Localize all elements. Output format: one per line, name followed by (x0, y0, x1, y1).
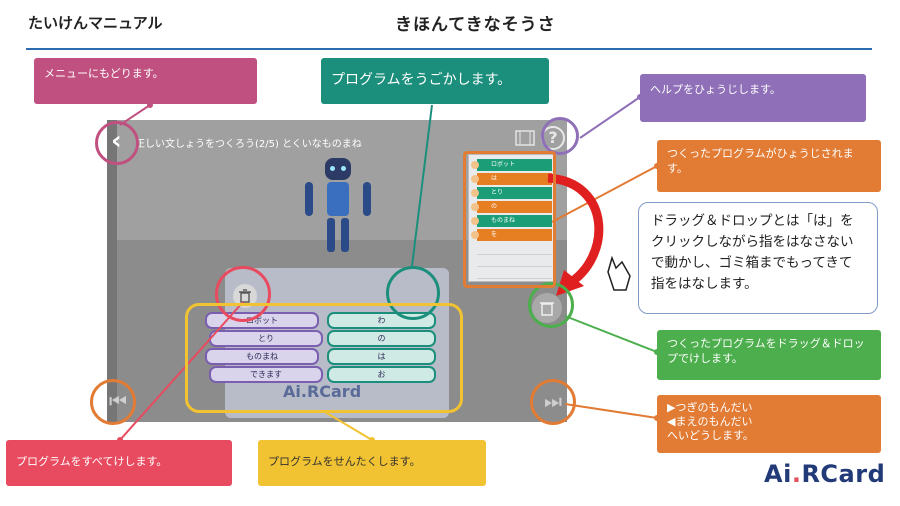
program-row[interactable]: を (477, 229, 552, 241)
delete-callout: つくったプログラムをドラッグ＆ドロップでけします。 (657, 330, 881, 380)
app-screen: 正しい文しょうをつくろう(2/5) とくいなものまね Ai.RCard ロボット… (107, 120, 567, 422)
robot-leg (327, 218, 335, 252)
card-word-right[interactable]: は (327, 348, 436, 365)
next-highlight (530, 379, 576, 425)
program-row[interactable]: ロボット (477, 159, 552, 171)
help-callout: ヘルプをひょうじします。 (640, 74, 866, 122)
card-word-right[interactable]: お (327, 366, 436, 383)
clear-highlight (215, 266, 271, 322)
robot-eye (330, 166, 335, 171)
header-divider (26, 48, 872, 50)
card-word-right[interactable]: の (327, 330, 436, 347)
empty-slot (477, 255, 552, 267)
card-word-left[interactable]: ものまね (205, 348, 319, 365)
card-brand: Ai.RCard (283, 382, 362, 401)
trash-highlight (528, 282, 574, 328)
person-icon (471, 231, 479, 239)
robot-arm (305, 182, 313, 216)
program-row[interactable]: は (477, 173, 552, 185)
card-select-highlight (185, 303, 463, 413)
program-row[interactable]: の (477, 201, 552, 213)
empty-slot (477, 243, 552, 255)
prev-highlight (90, 379, 136, 425)
logo-main: Ai (764, 460, 792, 488)
select-callout: プログラムをせんたくします。 (258, 440, 486, 486)
drag-help-bubble: ドラッグ＆ドロップとは「は」をクリックしながら指をはなさないで動かし、ゴミ箱まで… (638, 202, 878, 314)
nav-callout: ▶つぎのもんだい ◀まえのもんだい へいどうします。 (657, 395, 881, 453)
camera-edge (107, 120, 117, 422)
run-highlight (386, 266, 440, 320)
empty-slot (477, 267, 552, 279)
clear-callout: プログラムをすべてけします。 (6, 440, 232, 486)
program-row[interactable]: ものまね (477, 215, 552, 227)
program-highlight (463, 151, 556, 288)
logo-dot: . (791, 460, 802, 488)
person-icon (471, 203, 479, 211)
run-callout: プログラムをうごかします。 (321, 58, 549, 104)
film-icon[interactable] (515, 130, 535, 146)
robot-eye (341, 166, 346, 171)
program-row[interactable]: とり (477, 187, 552, 199)
robot-head (325, 158, 351, 180)
person-icon (471, 175, 479, 183)
task-text: 正しい文しょうをつくろう(2/5) とくいなものまね (135, 139, 362, 150)
logo-rest: RCard (801, 460, 886, 488)
card-word-left[interactable]: できます (209, 366, 323, 383)
person-icon (471, 217, 479, 225)
airccard-logo: Ai.RCard (764, 460, 885, 488)
back-highlight (95, 121, 139, 165)
program-panel: ロボットはとりのものまねを (468, 154, 556, 282)
robot-arm (363, 182, 371, 216)
person-icon (471, 161, 479, 169)
person-icon (471, 189, 479, 197)
page-title: きほんてきなそうさ (395, 15, 556, 35)
robot-body (327, 182, 349, 216)
help-highlight (541, 117, 579, 155)
manual-title: たいけんマニュアル (28, 14, 163, 32)
robot-leg (341, 218, 349, 252)
menu-callout: メニューにもどります。 (34, 58, 257, 104)
program-callout: つくったプログラムがひょうじされます。 (657, 140, 881, 192)
card-word-left[interactable]: とり (209, 330, 323, 347)
